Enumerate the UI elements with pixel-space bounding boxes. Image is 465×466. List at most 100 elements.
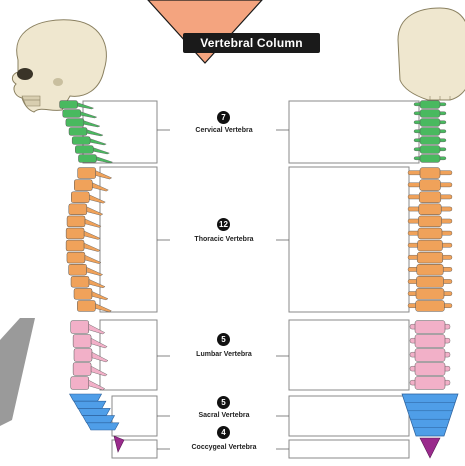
side-thoracic-process [89, 279, 105, 287]
side-thoracic-process [96, 171, 112, 179]
front-cervical-vertebra [420, 119, 440, 127]
front-cervical-vertebra [420, 146, 440, 154]
left-box-sacral [112, 396, 157, 436]
cervical-count-badge: 7 [217, 111, 230, 124]
side-thoracic-vertebra [71, 192, 89, 203]
side-lumbar-process [89, 380, 105, 390]
left-box-thoracic [100, 167, 157, 312]
left-box-lumbar [100, 320, 157, 390]
side-lumbar-process [91, 366, 107, 376]
side-lumbar-vertebra [74, 349, 92, 362]
front-thoracic-vertebra [420, 180, 441, 191]
side-cervical-process [87, 130, 103, 136]
side-thoracic-process [89, 195, 105, 203]
side-lumbar-vertebra [71, 321, 89, 334]
thoracic-count-badge: 12 [217, 218, 230, 231]
side-lumbar-vertebra [71, 377, 89, 390]
side-thoracic-vertebra [69, 204, 87, 215]
front-cervical-vertebra [420, 155, 440, 163]
front-view-skull [398, 8, 465, 100]
side-thoracic-process [95, 304, 111, 312]
side-cervical-vertebra [69, 128, 87, 136]
front-cervical-vertebra [420, 101, 440, 109]
coccygeal-label: Coccygeal Vertebra [164, 444, 284, 451]
side-view-skull [12, 20, 106, 112]
front-thoracic-vertebra [418, 240, 443, 251]
right-label-boxes [289, 101, 419, 458]
side-cervical-vertebra [63, 110, 81, 118]
diagram-title: Vertebral Column [183, 33, 320, 53]
side-thoracic-vertebra [71, 276, 89, 287]
title-bar: Vertebral Column [183, 33, 320, 53]
thoracic-label: Thoracic Vertebra [164, 236, 284, 243]
side-sacral-segment [87, 423, 119, 430]
side-cervical-vertebra [72, 137, 90, 145]
side-thoracic-process [84, 231, 100, 239]
cervical-label: Cervical Vertebra [164, 127, 284, 134]
front-thoracic-vertebra [418, 216, 441, 227]
front-thoracic-vertebra [416, 288, 444, 299]
side-thoracic-process [84, 243, 100, 251]
side-thoracic-vertebra [66, 240, 84, 251]
front-thoracic-vertebra [418, 228, 442, 239]
side-cervical-process [96, 157, 112, 163]
side-thoracic-vertebra [74, 288, 92, 299]
side-coccyx [114, 436, 124, 452]
side-lumbar-process [89, 324, 105, 334]
front-lumbar-vertebra [415, 335, 445, 348]
front-thoracic-vertebra [420, 168, 440, 179]
side-cervical-vertebra [75, 146, 93, 154]
side-cervical-process [78, 103, 94, 109]
side-cervical-process [93, 148, 109, 154]
side-thoracic-vertebra [69, 264, 87, 275]
front-sacrum [402, 394, 458, 436]
side-view-spine [60, 101, 124, 452]
side-cervical-vertebra [60, 101, 78, 109]
side-thoracic-vertebra [66, 228, 84, 239]
right-box-lumbar [289, 320, 409, 390]
side-cervical-vertebra [78, 155, 96, 163]
pointer-triangle [148, 0, 262, 63]
sacral-count-badge: 5 [217, 396, 230, 409]
front-cervical-vertebra [420, 128, 440, 136]
side-sacral-segment [70, 394, 102, 401]
front-thoracic-vertebra [416, 276, 443, 287]
side-thoracic-vertebra [78, 168, 96, 179]
front-thoracic-vertebra [417, 252, 443, 263]
front-thoracic-vertebra [419, 192, 441, 203]
side-thoracic-vertebra [67, 216, 85, 227]
front-cervical-vertebra [420, 137, 440, 145]
side-thoracic-vertebra [67, 252, 85, 263]
side-cervical-vertebra [66, 119, 84, 127]
front-lumbar-vertebra [415, 321, 445, 334]
front-cervical-vertebra [420, 110, 440, 118]
lumbar-count-badge: 5 [217, 333, 230, 346]
front-view-spine [402, 101, 458, 458]
front-coccyx [420, 438, 440, 458]
side-thoracic-vertebra [74, 180, 92, 191]
gray-block [0, 318, 35, 426]
front-thoracic-vertebra [417, 264, 443, 275]
front-thoracic-vertebra [416, 301, 445, 312]
side-sacral-segment [78, 408, 110, 415]
side-thoracic-process [85, 219, 101, 227]
side-sacral-segment [83, 416, 115, 423]
side-lumbar-vertebra [73, 335, 91, 348]
side-lumbar-vertebra [73, 363, 91, 376]
coccygeal-count-badge: 4 [217, 426, 230, 439]
lumbar-label: Lumbar Vertebra [164, 351, 284, 358]
front-lumbar-vertebra [415, 363, 445, 376]
right-box-sacral [289, 396, 409, 436]
right-box-coccygeal [289, 440, 409, 458]
front-thoracic-vertebra [419, 204, 441, 215]
right-box-cervical [289, 101, 419, 163]
side-thoracic-vertebra [77, 301, 95, 312]
right-box-thoracic [289, 167, 409, 312]
sacral-label: Sacral Vertebra [164, 412, 284, 419]
side-lumbar-process [91, 338, 107, 348]
side-cervical-process [84, 121, 100, 127]
side-thoracic-process [85, 255, 101, 263]
side-cervical-process [90, 139, 106, 145]
